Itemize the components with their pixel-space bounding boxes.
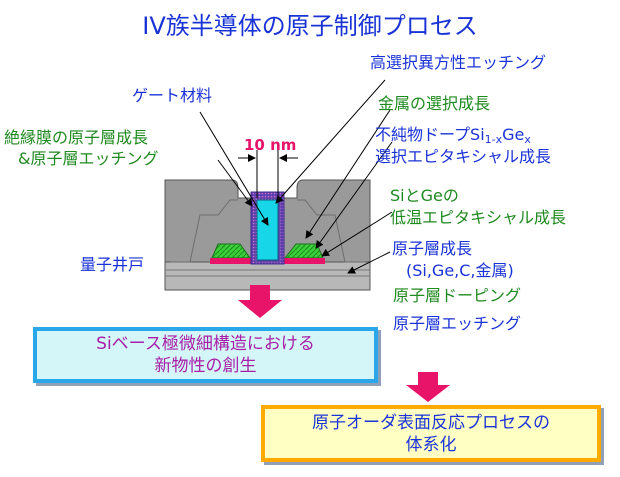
box1-line1: Siベース極微細構造における: [96, 334, 315, 354]
dielectric-label-line2: &原子層エッチング: [18, 149, 159, 168]
dimension-marker: [238, 150, 298, 198]
quantum-well-label: 量子井戸: [80, 255, 145, 274]
doped-sige-label-line2: 選択エピタキシャル成長: [375, 147, 552, 166]
outcome-box-new-physics: Siベース極微細構造における 新物性の創生: [33, 327, 378, 383]
leader-lines: [199, 79, 393, 274]
box2-line1: 原子オーダ表面反応プロセスの: [312, 413, 550, 433]
ald-label-line1: 原子層成長: [392, 239, 473, 258]
aniso-etch-label: 高選択異方性エッチング: [370, 53, 547, 72]
box1-line2: 新物性の創生: [154, 356, 257, 376]
diagram-title: IV族半導体の原子制御プロセス: [142, 12, 478, 40]
sige-label-line1: SiとGeの: [390, 186, 459, 205]
box2-line2: 体系化: [405, 435, 457, 455]
dielectric-label-line1: 絶縁膜の原子層成長: [4, 128, 149, 147]
sige-label-line2: 低温エピタキシャル成長: [390, 208, 567, 227]
arrow-down-2: [406, 372, 450, 402]
doped-sige-label-line1: 不純物ドープSi1-xGex: [375, 125, 531, 146]
dimension-label: 10 nm: [244, 136, 297, 154]
arrow-down-1: [238, 285, 282, 318]
gate-material-label: ゲート材料: [132, 86, 213, 105]
doped-layer-left: [210, 258, 251, 264]
outcome-box-systematization: 原子オーダ表面反応プロセスの 体系化: [261, 405, 601, 462]
atomic-etch-label: 原子層エッチング: [393, 314, 522, 333]
gate-electrode: [256, 199, 279, 261]
doped-layer-right: [284, 258, 325, 264]
metal-growth-label: 金属の選択成長: [378, 94, 491, 113]
atomic-doping-label: 原子層ドーピング: [393, 286, 522, 305]
ald-label-line2: (Si,Ge,C,金属): [406, 261, 514, 280]
